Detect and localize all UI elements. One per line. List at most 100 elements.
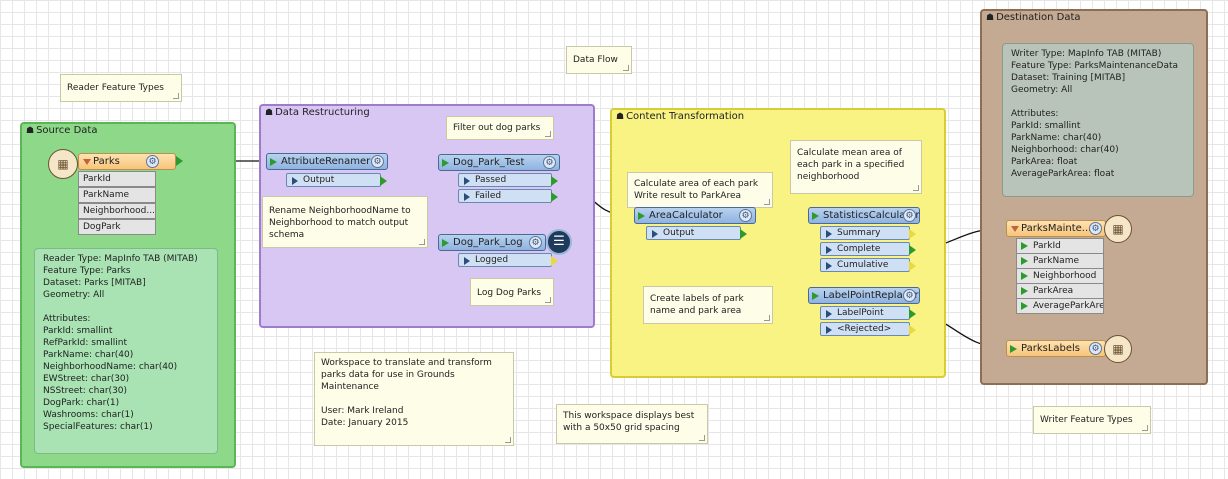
port-output[interactable]: Output bbox=[286, 173, 387, 187]
collapse-arrow-icon[interactable] bbox=[1011, 226, 1019, 232]
port-failed[interactable]: Failed bbox=[458, 189, 558, 203]
port-label: Cumulative bbox=[837, 260, 889, 270]
gear-icon[interactable]: ⚙ bbox=[146, 155, 159, 168]
output-port-icon[interactable] bbox=[909, 229, 916, 239]
attribute-label: ParkArea bbox=[1033, 286, 1074, 296]
port-expand-icon bbox=[652, 230, 658, 238]
port-expand-icon bbox=[826, 262, 832, 270]
transformer-attributerenamer[interactable]: AttributeRenamer ⚙ bbox=[266, 153, 388, 170]
attribute-label: Neighborhood bbox=[1033, 271, 1097, 281]
port-expand-icon bbox=[292, 177, 298, 185]
input-port-icon[interactable] bbox=[1021, 302, 1028, 310]
reader-dataset-icon[interactable]: ▦ bbox=[48, 149, 78, 179]
output-port-icon[interactable] bbox=[909, 309, 916, 319]
output-port-icon[interactable] bbox=[551, 256, 558, 266]
port-logged[interactable]: Logged bbox=[458, 253, 558, 267]
gear-icon[interactable]: ⚙ bbox=[1089, 222, 1102, 235]
gear-icon[interactable]: ⚙ bbox=[529, 236, 542, 249]
port-label: Passed bbox=[475, 175, 507, 185]
port-rejected[interactable]: <Rejected> bbox=[820, 322, 916, 336]
annotation-writer-feature-types[interactable]: Writer Feature Types bbox=[1033, 406, 1151, 434]
writer-info-tooltip: Writer Type: MapInfo TAB (MITAB) Feature… bbox=[1002, 43, 1194, 197]
gear-icon[interactable]: ⚙ bbox=[903, 289, 916, 302]
writer-dataset-icon[interactable]: ▦ bbox=[1104, 335, 1132, 363]
reader-info-tooltip: Reader Type: MapInfo TAB (MITAB) Feature… bbox=[34, 248, 218, 454]
gear-icon[interactable]: ⚙ bbox=[903, 209, 916, 222]
port-output[interactable]: Output bbox=[646, 226, 747, 240]
bookmark-title: Source Data bbox=[36, 125, 98, 136]
transformer-labelpointreplacer[interactable]: LabelPointReplacer ⚙ bbox=[808, 287, 920, 304]
port-label: Output bbox=[663, 228, 695, 238]
input-port-icon[interactable] bbox=[270, 158, 277, 166]
feature-type-parksmaintenance[interactable]: ParksMainte... ⚙ bbox=[1006, 220, 1106, 237]
port-expand-icon bbox=[464, 177, 470, 185]
input-port-icon[interactable] bbox=[1010, 345, 1017, 353]
transformer-areacalculator[interactable]: AreaCalculator ⚙ bbox=[634, 207, 756, 224]
annotation-rename[interactable]: Rename NeighborhoodName to Neighborhood … bbox=[262, 196, 428, 248]
output-port-icon[interactable] bbox=[380, 176, 387, 186]
port-passed[interactable]: Passed bbox=[458, 173, 558, 187]
attribute-parkid: ParkId bbox=[78, 171, 156, 187]
port-expand-icon bbox=[826, 326, 832, 334]
port-expand-icon bbox=[826, 230, 832, 238]
gear-icon[interactable]: ⚙ bbox=[371, 155, 384, 168]
feature-type-parkslabels[interactable]: ParksLabels ⚙ bbox=[1006, 340, 1106, 357]
port-label: Failed bbox=[475, 191, 502, 201]
annotation-calculate-area[interactable]: Calculate area of each park Write result… bbox=[627, 172, 773, 208]
output-port-icon[interactable] bbox=[909, 261, 916, 271]
port-expand-icon bbox=[464, 257, 470, 265]
port-label: Logged bbox=[475, 255, 509, 265]
port-label: Output bbox=[303, 175, 335, 185]
output-port-icon[interactable] bbox=[551, 192, 558, 202]
gear-icon[interactable]: ⚙ bbox=[543, 156, 556, 169]
input-port-icon[interactable] bbox=[1021, 242, 1028, 250]
feature-type-name: ParksMainte... bbox=[1021, 223, 1092, 234]
output-port-icon[interactable] bbox=[909, 325, 916, 335]
port-complete[interactable]: Complete bbox=[820, 242, 916, 256]
log-icon[interactable]: ☰ bbox=[546, 229, 572, 255]
annotation-calculate-mean-area[interactable]: Calculate mean area of each park in a sp… bbox=[790, 140, 922, 194]
collapse-arrow-icon[interactable] bbox=[83, 159, 91, 165]
transformer-statisticscalculator[interactable]: StatisticsCalculator ⚙ bbox=[808, 207, 920, 224]
annotation-workspace-description[interactable]: Workspace to translate and transform par… bbox=[314, 352, 514, 446]
writer-dataset-icon[interactable]: ▦ bbox=[1104, 215, 1132, 243]
gear-icon[interactable]: ⚙ bbox=[739, 209, 752, 222]
annotation-filter-dog-parks[interactable]: Filter out dog parks bbox=[446, 116, 554, 140]
input-port-icon[interactable] bbox=[638, 212, 645, 220]
input-port-icon[interactable] bbox=[1021, 287, 1028, 295]
attribute-label: ParkId bbox=[1033, 241, 1061, 251]
input-port-icon[interactable] bbox=[442, 159, 449, 167]
port-cumulative[interactable]: Cumulative bbox=[820, 258, 916, 272]
feature-type-name: ParksLabels bbox=[1021, 343, 1081, 354]
input-port-icon[interactable] bbox=[1021, 257, 1028, 265]
port-label: Complete bbox=[837, 244, 881, 254]
attribute-label: AverageParkArea bbox=[1033, 301, 1104, 311]
annotation-create-labels[interactable]: Create labels of park name and park area bbox=[643, 286, 773, 324]
output-port-icon[interactable] bbox=[176, 156, 183, 166]
gear-icon[interactable]: ⚙ bbox=[1089, 342, 1102, 355]
feature-type-parks[interactable]: Parks ⚙ bbox=[78, 153, 183, 170]
attribute-dogpark: DogPark bbox=[78, 219, 156, 235]
transformer-dog-park-log[interactable]: Dog_Park_Log ⚙ bbox=[438, 234, 546, 251]
output-port-icon[interactable] bbox=[551, 176, 558, 186]
transformer-dog-park-test[interactable]: Dog_Park_Test ⚙ bbox=[438, 154, 560, 171]
input-port-icon[interactable] bbox=[442, 239, 449, 247]
output-port-icon[interactable] bbox=[740, 229, 747, 239]
bookmark-icon: ☗ bbox=[265, 108, 274, 118]
annotation-log-dog-parks[interactable]: Log Dog Parks bbox=[470, 278, 554, 306]
output-port-icon[interactable] bbox=[909, 245, 916, 255]
port-summary[interactable]: Summary bbox=[820, 226, 916, 240]
annotation-data-flow[interactable]: Data Flow bbox=[566, 46, 632, 74]
feature-type-name: Parks bbox=[93, 156, 120, 167]
annotation-reader-feature-types[interactable]: Reader Feature Types bbox=[60, 74, 182, 102]
input-port-icon[interactable] bbox=[812, 212, 819, 220]
bookmark-icon: ☗ bbox=[616, 112, 625, 122]
transformer-name: Dog_Park_Log bbox=[453, 237, 523, 248]
input-port-icon[interactable] bbox=[1021, 272, 1028, 280]
annotation-grid-spacing[interactable]: This workspace displays best with a 50x5… bbox=[556, 404, 708, 444]
transformer-name: AreaCalculator bbox=[649, 210, 723, 221]
bookmark-title: Content Transformation bbox=[626, 111, 745, 122]
port-labelpoint[interactable]: LabelPoint bbox=[820, 306, 916, 320]
input-port-icon[interactable] bbox=[812, 292, 819, 300]
transformer-name: AttributeRenamer bbox=[281, 156, 371, 167]
